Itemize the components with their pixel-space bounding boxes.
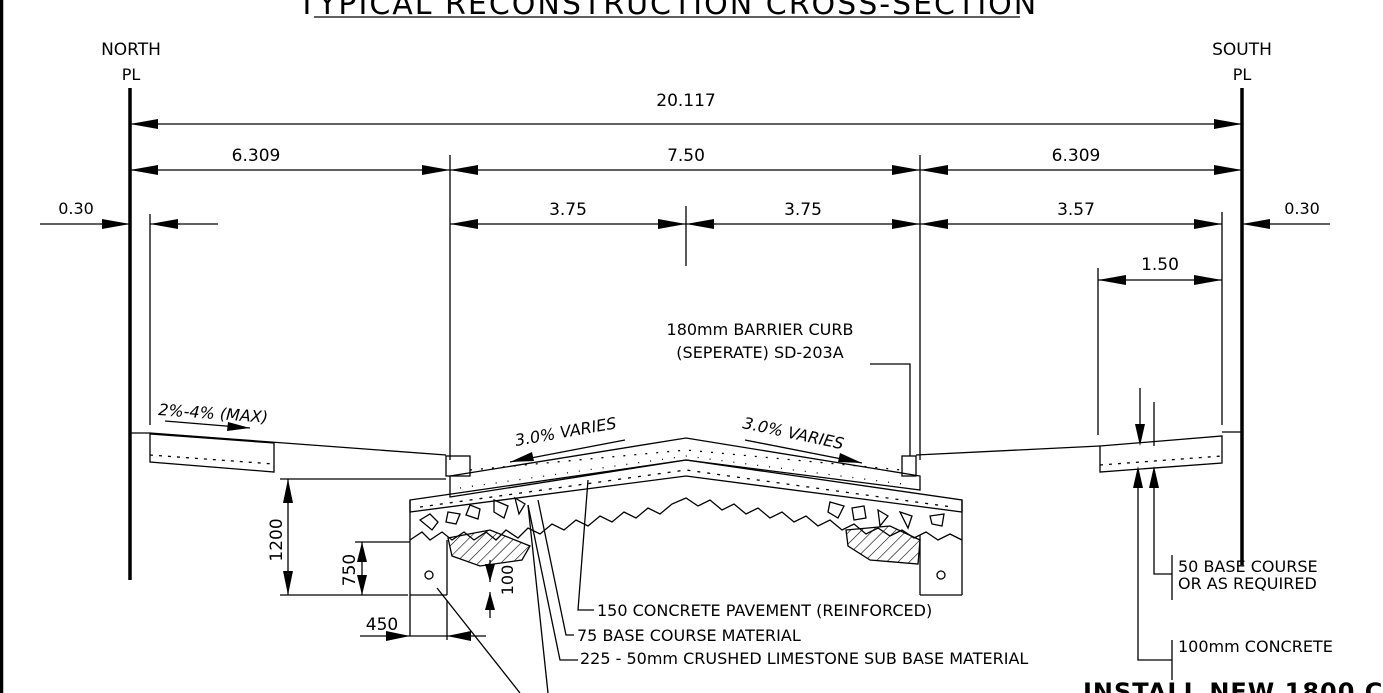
slope-left-arrow bbox=[509, 439, 626, 463]
dim-row-3 bbox=[40, 206, 1330, 425]
base-course-callout-line1: 50 BASE COURSE bbox=[1178, 557, 1318, 576]
dim-1200 bbox=[280, 478, 446, 596]
dim-total bbox=[130, 119, 1242, 129]
thickness-arrow-top bbox=[1135, 424, 1145, 446]
south-label: SOUTH bbox=[1212, 40, 1272, 60]
dim-pavement-label: 7.50 bbox=[667, 146, 705, 166]
thickness-arrow-b bbox=[1149, 466, 1159, 488]
slope-right-lane-label: 3.0% VARIES bbox=[741, 413, 845, 453]
install-callout: INSTALL NEW 1800 C bbox=[1083, 678, 1383, 693]
dim-offset-left-label: 0.30 bbox=[58, 199, 94, 218]
dim-450-label: 450 bbox=[366, 615, 398, 635]
curb-callout-line2: (SEPERATE) SD-203A bbox=[676, 343, 843, 362]
dim-100-label: 100 bbox=[498, 565, 517, 596]
dim-750-label: 750 bbox=[340, 554, 360, 586]
leader-lines bbox=[436, 363, 1173, 693]
curb-callout-line1: 180mm BARRIER CURB bbox=[667, 320, 854, 339]
subbase-rubble bbox=[418, 496, 945, 531]
slope-right-arrow bbox=[744, 439, 863, 464]
dim-sidewalk bbox=[1097, 268, 1222, 435]
south-pl-label: PL bbox=[1233, 65, 1252, 84]
left-curb bbox=[445, 455, 471, 477]
dim-100 bbox=[485, 560, 495, 618]
dim-450 bbox=[360, 600, 486, 641]
north-label: NORTH bbox=[101, 40, 161, 60]
left-sidewalk-slab bbox=[149, 433, 275, 473]
dim-sidewalk-label: 1.50 bbox=[1141, 255, 1179, 275]
base-callout: 75 BASE COURSE MATERIAL bbox=[577, 626, 801, 645]
right-sidewalk-slab bbox=[1099, 435, 1223, 473]
slope-sidewalk-label: 2%-4% (MAX) bbox=[158, 400, 269, 427]
slope-sidewalk-arrow bbox=[164, 420, 251, 431]
dim-offset-right-label: 0.30 bbox=[1284, 199, 1320, 218]
right-hatched-block bbox=[845, 525, 921, 565]
north-pl-label: PL bbox=[122, 65, 141, 84]
concrete-pavement bbox=[449, 437, 921, 498]
dim-total-label: 20.117 bbox=[656, 91, 715, 111]
dim-left-blvd-label: 6.309 bbox=[232, 146, 281, 166]
left-foundation bbox=[409, 500, 448, 636]
concrete-callout: 100mm CONCRETE bbox=[1178, 637, 1333, 656]
dim-row-2 bbox=[130, 155, 1242, 460]
dim-750 bbox=[355, 541, 410, 595]
dim-lane-left-label: 3.75 bbox=[549, 200, 587, 220]
right-foundation bbox=[919, 500, 963, 596]
ground-lines bbox=[130, 431, 1242, 456]
right-curb bbox=[901, 455, 917, 477]
dim-lane-right-label: 3.75 bbox=[784, 200, 822, 220]
thickness-arrow-a bbox=[1133, 466, 1143, 488]
subbase-callout: 225 - 50mm CRUSHED LIMESTONE SUB BASE MA… bbox=[580, 649, 1028, 668]
drawing-title: TYPICAL RECONSTRUCTION CROSS-SECTION bbox=[297, 0, 1038, 22]
dim-right-sub-label: 3.57 bbox=[1057, 200, 1095, 220]
left-hatched-block bbox=[447, 529, 531, 567]
dim-right-blvd-label: 6.309 bbox=[1052, 146, 1101, 166]
base-course-callout-line2: OR AS REQUIRED bbox=[1178, 574, 1317, 593]
pavement-callout: 150 CONCRETE PAVEMENT (REINFORCED) bbox=[597, 601, 932, 620]
dim-1200-label: 1200 bbox=[267, 518, 287, 561]
